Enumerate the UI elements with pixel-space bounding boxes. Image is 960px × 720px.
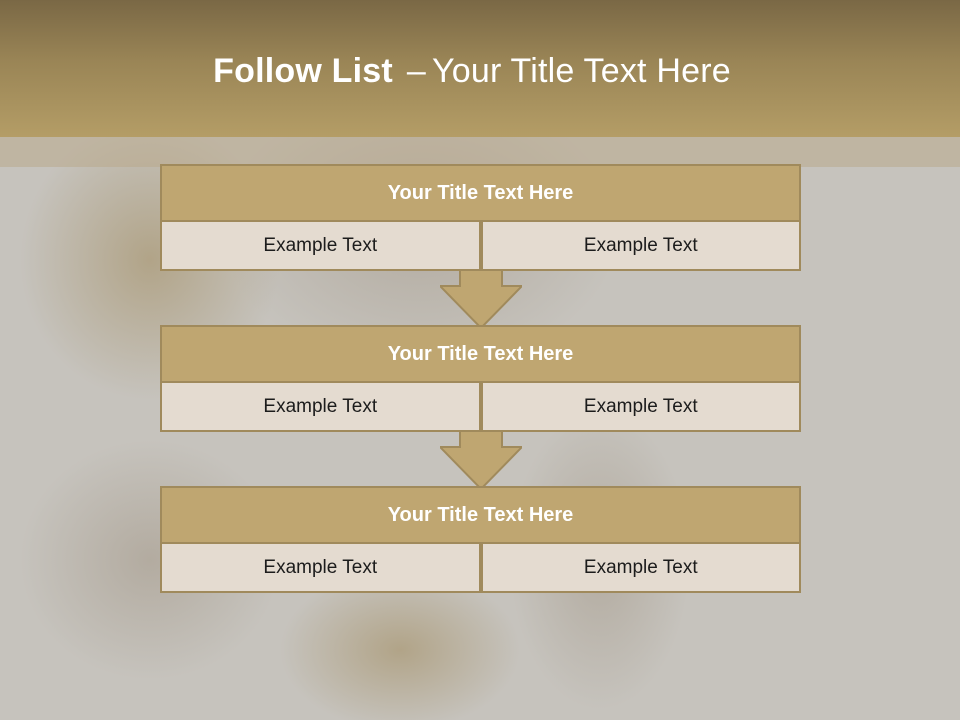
header-band	[0, 137, 960, 167]
list-block-1: Your Title Text Here Example Text Exampl…	[160, 164, 801, 271]
block-cell-left: Example Text	[160, 383, 481, 432]
block-cell-left: Example Text	[160, 544, 481, 593]
slide-title-separator: –	[406, 52, 427, 90]
slide-title-bold: Follow List	[213, 52, 393, 90]
header-bar	[0, 0, 960, 137]
block-row: Example Text Example Text	[160, 544, 801, 593]
down-arrow-icon	[440, 431, 522, 491]
block-row: Example Text Example Text	[160, 383, 801, 432]
list-block-3: Your Title Text Here Example Text Exampl…	[160, 486, 801, 593]
block-title: Your Title Text Here	[160, 164, 801, 222]
block-cell-right: Example Text	[480, 544, 801, 593]
block-cell-left: Example Text	[160, 222, 481, 271]
block-title: Your Title Text Here	[160, 325, 801, 383]
block-cell-right: Example Text	[480, 383, 801, 432]
slide-title: Follow List–Your Title Text Here	[0, 52, 944, 91]
block-title: Your Title Text Here	[160, 486, 801, 544]
slide-title-rest: Your Title Text Here	[432, 52, 731, 90]
block-cell-right: Example Text	[480, 222, 801, 271]
down-arrow-icon	[440, 270, 522, 330]
list-block-2: Your Title Text Here Example Text Exampl…	[160, 325, 801, 432]
block-row: Example Text Example Text	[160, 222, 801, 271]
